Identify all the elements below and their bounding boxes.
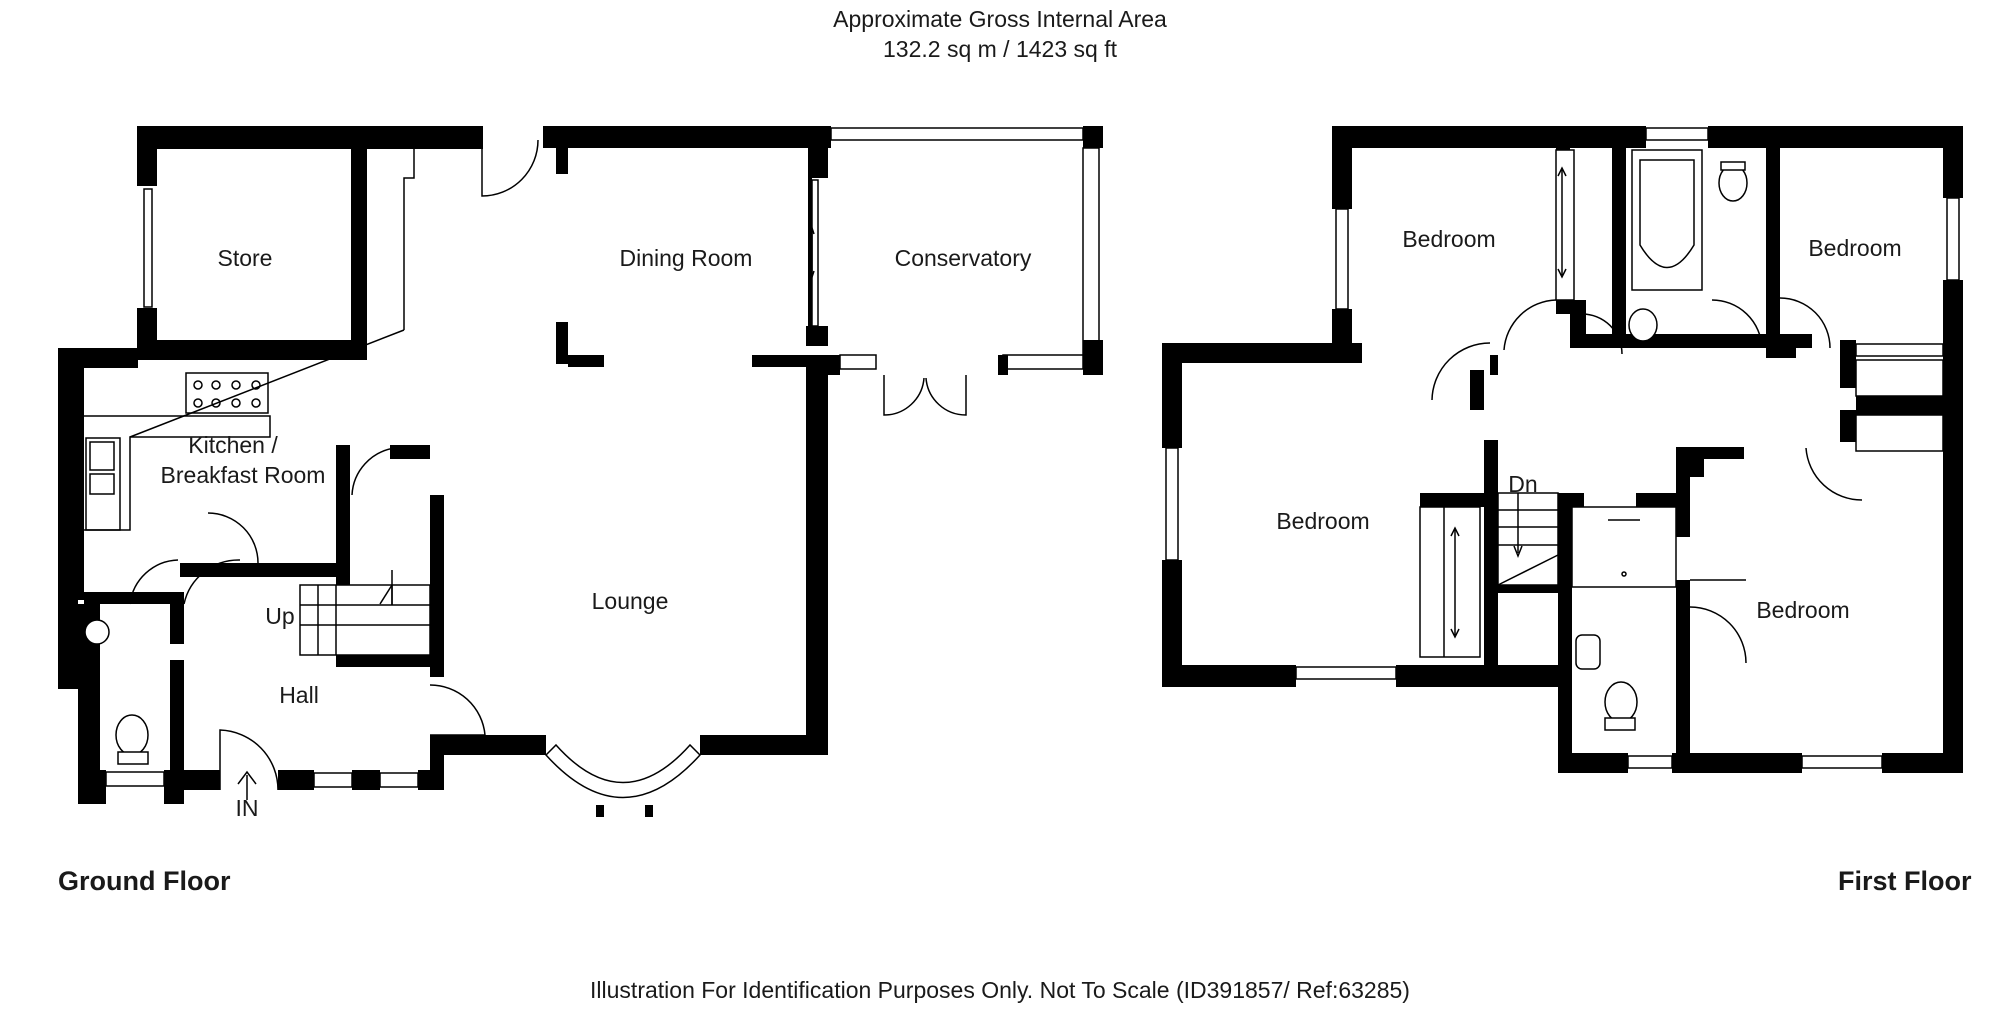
ground-floor-plan: Store Dining Room Conservatory Kitchen /… [58,126,1103,821]
room-conservatory: Conservatory [895,245,1032,271]
room-bedroom-ne: Bedroom [1808,235,1901,261]
room-hall: Hall [279,682,319,708]
room-dining: Dining Room [620,245,753,271]
first-floor-label: First Floor [1838,866,1972,896]
room-kitchen-line2: Breakfast Room [161,462,326,488]
room-bedroom-se: Bedroom [1756,597,1849,623]
area-value: 132.2 sq m / 1423 sq ft [883,36,1117,62]
entrance-label: IN [236,795,259,821]
room-store: Store [218,245,273,271]
room-kitchen-line1: Kitchen / [188,432,278,458]
ground-floor-label: Ground Floor [58,866,231,896]
room-bedroom-nw: Bedroom [1402,226,1495,252]
stairs-up-label: Up [265,603,294,629]
first-floor-plan: Bedroom Bedroom Bedroom Bedroom Dn [1162,126,1963,773]
room-bedroom-w: Bedroom [1276,508,1369,534]
room-lounge: Lounge [592,588,669,614]
disclaimer: Illustration For Identification Purposes… [590,977,1410,1003]
area-title: Approximate Gross Internal Area [833,6,1167,32]
stairs-down-label: Dn [1508,471,1537,497]
